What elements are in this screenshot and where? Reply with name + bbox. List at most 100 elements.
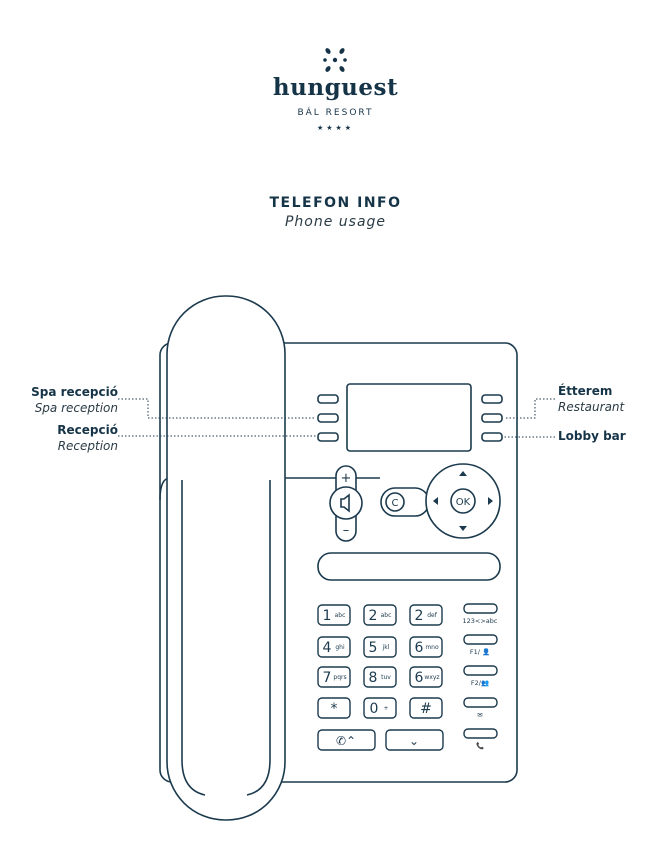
callout-lobby-label: Lobby bar bbox=[558, 429, 626, 443]
handset bbox=[166, 295, 286, 821]
softkey-spa-reception bbox=[317, 413, 339, 423]
function-key-label: 123<>abc bbox=[463, 617, 498, 625]
function-key-label: ✉ bbox=[477, 711, 482, 719]
key-frame bbox=[363, 697, 397, 719]
key-frame bbox=[317, 604, 351, 626]
brand-stars: ★★★★ bbox=[316, 124, 355, 132]
key-digit: 6 bbox=[415, 640, 424, 656]
function-key-label: 📞 bbox=[476, 741, 485, 750]
nav-up-icon bbox=[459, 471, 467, 476]
softkey-left-1 bbox=[317, 394, 339, 404]
key-frame bbox=[317, 636, 351, 658]
hangup-icon: ⌄ bbox=[409, 734, 419, 748]
key-letters: wxyz bbox=[424, 674, 439, 681]
function-key[interactable]: F2/👥 bbox=[463, 665, 498, 687]
callout-lines bbox=[118, 398, 555, 438]
page-subtitle: Phone usage bbox=[284, 214, 387, 230]
speaker-button bbox=[329, 486, 363, 520]
key-digit: 0 bbox=[370, 701, 379, 717]
key-frame bbox=[363, 604, 397, 626]
key-digit: 6 bbox=[415, 670, 424, 686]
function-key[interactable]: ✉ bbox=[463, 697, 498, 719]
phone-body bbox=[159, 342, 518, 783]
key-letters: ghi bbox=[335, 644, 345, 651]
key-frame bbox=[317, 697, 351, 719]
key-letters: abc bbox=[335, 612, 346, 619]
softkey-reception bbox=[317, 432, 339, 442]
hangup-button bbox=[385, 729, 444, 751]
brand-subtitle: BÁL RESORT bbox=[297, 108, 374, 118]
keypad-key[interactable]: * bbox=[317, 697, 351, 719]
key-letters: mno bbox=[425, 644, 439, 651]
nav-left-icon bbox=[433, 497, 438, 505]
key-digit: 1 bbox=[323, 608, 332, 624]
key-letters: pqrs bbox=[333, 674, 346, 681]
callout-spa-translation: Spa reception bbox=[34, 401, 118, 415]
key-frame bbox=[363, 666, 397, 688]
function-key-label: F1/ 👤 bbox=[470, 648, 490, 656]
key-digit: * bbox=[331, 701, 338, 717]
callout-reception-label: Recepció bbox=[57, 423, 118, 437]
key-frame bbox=[409, 666, 443, 688]
hunguest-logo-icon bbox=[323, 48, 347, 72]
function-key[interactable]: 123<>abc bbox=[463, 603, 498, 625]
key-letters: jkl bbox=[382, 644, 390, 651]
nav-right-icon bbox=[488, 497, 493, 505]
callout-spa-label: Spa recepció bbox=[31, 385, 118, 399]
key-frame bbox=[409, 636, 443, 658]
key-digit: # bbox=[420, 701, 432, 717]
keypad-key[interactable]: 5 jkl bbox=[363, 636, 397, 658]
key-digit: 4 bbox=[323, 640, 332, 656]
nav-pad bbox=[425, 463, 501, 539]
callout-reception-translation: Reception bbox=[57, 439, 118, 453]
clear-button bbox=[385, 492, 405, 512]
call-button bbox=[317, 729, 376, 751]
function-key[interactable]: F1/ 👤 bbox=[463, 634, 498, 656]
softkey-right-1 bbox=[481, 394, 503, 404]
callout-restaurant-label: Étterem bbox=[558, 384, 613, 398]
softkey-lobby-bar bbox=[481, 432, 503, 442]
brand-name: hunguest bbox=[272, 74, 399, 101]
key-letters: tuv bbox=[381, 674, 391, 681]
key-digit: 7 bbox=[323, 670, 332, 686]
clear-button-label[interactable]: C bbox=[392, 498, 399, 509]
key-letters: def bbox=[427, 612, 438, 619]
key-digit: 5 bbox=[369, 640, 378, 656]
key-letters: abc bbox=[381, 612, 392, 619]
keypad-key[interactable]: 0+ bbox=[363, 697, 397, 719]
key-letters: + bbox=[383, 705, 388, 712]
speaker-icon bbox=[340, 493, 350, 513]
ok-button bbox=[450, 488, 476, 514]
keypad-key[interactable]: # bbox=[409, 697, 443, 719]
key-frame bbox=[317, 666, 351, 688]
clear-button-frame bbox=[380, 487, 430, 517]
long-bar-key bbox=[317, 552, 501, 581]
display-screen bbox=[346, 383, 472, 452]
key-digit: 2 bbox=[369, 608, 378, 624]
key-frame bbox=[363, 636, 397, 658]
function-key[interactable]: 📞 bbox=[463, 728, 498, 750]
key-frame bbox=[409, 604, 443, 626]
key-frame bbox=[409, 697, 443, 719]
page-title: TELEFON INFO bbox=[269, 195, 402, 211]
call-icon: ✆⌃ bbox=[336, 734, 356, 748]
key-digit: 2 bbox=[415, 608, 424, 624]
callout-restaurant-translation: Restaurant bbox=[558, 400, 625, 414]
function-key-label: F2/👥 bbox=[471, 679, 489, 687]
volume-plus-label: + bbox=[341, 471, 352, 486]
key-digit: 8 bbox=[369, 670, 378, 686]
nav-down-icon bbox=[459, 526, 467, 531]
volume-minus-label: – bbox=[343, 523, 350, 538]
ok-button-label[interactable]: OK bbox=[456, 497, 471, 508]
